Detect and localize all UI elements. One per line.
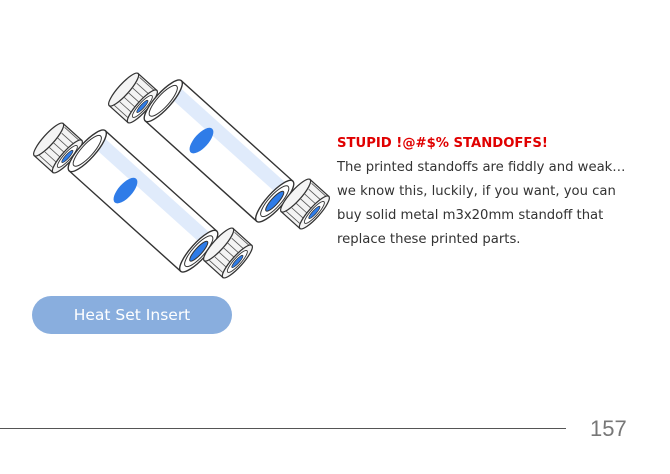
footer-divider [0,428,566,429]
heat-set-insert-label: Heat Set Insert [32,296,232,334]
notice-body: The printed standoffs are fiddly and wea… [337,160,626,247]
standoff-notice: STUPID !@#$% STANDOFFS! The printed stan… [337,132,637,252]
standoff-illustration [29,69,334,282]
page-number: 157 [590,416,627,441]
notice-title: STUPID !@#$% STANDOFFS! [337,136,548,151]
